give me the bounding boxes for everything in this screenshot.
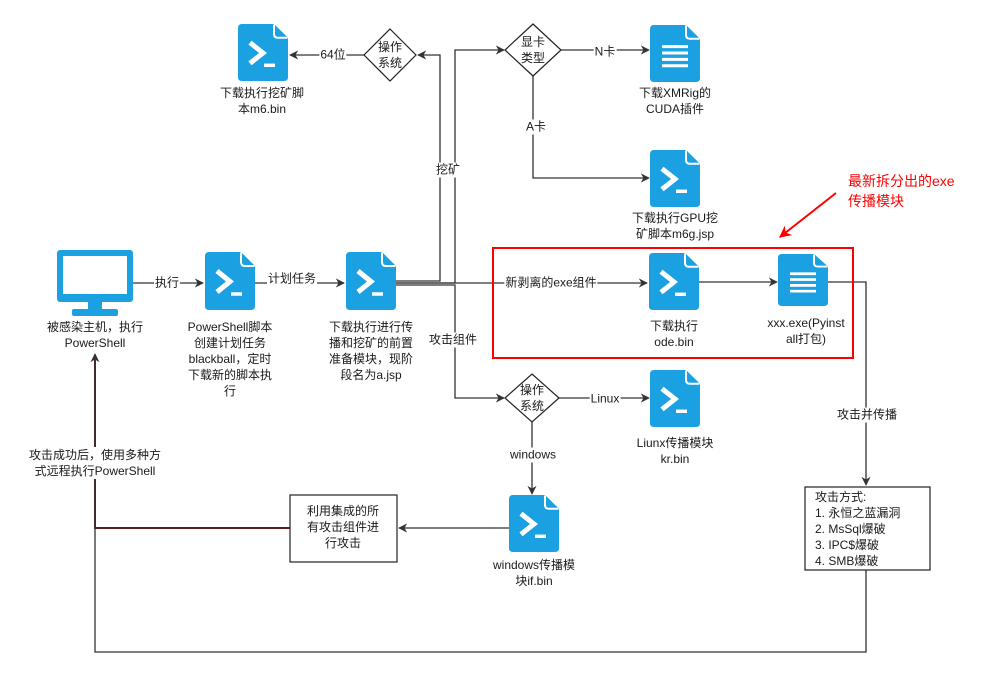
monitor-neck [88, 302, 102, 310]
label-line: 下载执行 [649, 319, 699, 333]
schedule-task-label: PowerShell脚本 创建计划任务 blackball，定时 下载新的脚本执… [188, 319, 273, 399]
edge-label-64bit: 64位 [319, 47, 347, 63]
attack-all-label: 利用集成的所 有攻击组件进 行攻击 [307, 503, 379, 551]
gpu-type-diamond [504, 23, 562, 77]
m6-bin-label: 下载执行挖矿脚 本m6.bin [220, 85, 304, 117]
os-spread-diamond [504, 373, 560, 423]
label-line: kr.bin [660, 452, 690, 466]
label-line: 有攻击组件进 [306, 520, 380, 534]
edge-label-linux: Linux [589, 391, 621, 407]
label-line: 下载执行挖矿脚 [219, 86, 305, 100]
label-line: 播和挖矿的前置 [328, 336, 414, 350]
label-line: blackball，定时 [188, 352, 272, 366]
xxx-exe-label: xxx.exe(Pyinst all打包) [767, 315, 844, 347]
kr-bin-label: Liunx传播模块 kr.bin [637, 435, 714, 467]
annotation-text: 最新拆分出的exe 传播模块 [848, 171, 955, 211]
attack-method-item: 1. 永恒之蓝漏洞 [815, 506, 901, 520]
label-line: 操作 [377, 40, 403, 54]
label-line: 下载XMRig的 [638, 86, 712, 100]
label-line: 攻击成功后，使用多种方 [28, 448, 162, 462]
powershell-icon [509, 495, 559, 552]
label-line: 利用集成的所 [306, 504, 380, 518]
attack-methods-title: 攻击方式: [815, 490, 867, 504]
label-line: 矿脚本m6g.jsp [635, 227, 715, 241]
attack-all-box [289, 494, 398, 563]
label-line: 段名为a.jsp [340, 368, 402, 382]
label-line: 被感染主机，执行 [46, 320, 144, 334]
edge-label-remote-exec: 攻击成功后，使用多种方 式远程执行PowerShell [27, 447, 163, 479]
annotation-arrow [779, 192, 837, 238]
monitor-base [72, 309, 118, 316]
edge-ajsp-to-os-mining [396, 50, 441, 282]
label-line: xxx.exe(Pyinst [767, 316, 845, 330]
label-line: 准备模块，现阶 [328, 352, 414, 366]
edge-attack-methods-to-host [90, 353, 867, 653]
powershell-icon [346, 252, 396, 310]
monitor-screen [63, 256, 127, 294]
label-line: 系统 [377, 56, 403, 70]
os-spread-label: 操作 系统 [520, 382, 544, 414]
powershell-icon [238, 24, 288, 81]
powershell-icon [649, 253, 699, 310]
a-jsp-label: 下载执行进行传 播和挖矿的前置 准备模块，现阶 段名为a.jsp [329, 319, 413, 383]
label-line: 行攻击 [324, 536, 362, 550]
label-line: PowerShell [64, 336, 126, 350]
highlight-box [492, 247, 854, 359]
label-line: windows传播模 [492, 558, 576, 572]
edge-gpu-to-m6g [532, 76, 650, 183]
edge-label-attack-components: 攻击组件 [427, 332, 479, 348]
edge-label-mining: 挖矿 [434, 162, 462, 178]
edge-label-a-card: A卡 [524, 119, 548, 135]
label-line: 显卡 [520, 35, 546, 49]
edge-label-windows: windows [508, 447, 558, 463]
label-line: ode.bin [654, 335, 694, 349]
label-line: 下载新的脚本执 [187, 368, 273, 382]
label-line: 式远程执行PowerShell [34, 464, 156, 478]
ode-bin-label: 下载执行 ode.bin [650, 318, 698, 350]
edge-label-execute: 执行 [153, 275, 181, 291]
edge-label-n-card: N卡 [593, 44, 617, 60]
powershell-icon [205, 252, 255, 310]
label-line: 创建计划任务 [193, 336, 267, 350]
label-line: 下载执行GPU挖 [631, 211, 719, 225]
if-bin-label: windows传播模 块if.bin [493, 557, 575, 589]
edge-exe-to-attack-methods [828, 281, 871, 486]
edge-label-scheduled-task: 计划任务 [266, 271, 318, 287]
label-line: 本m6.bin [237, 102, 287, 116]
annotation-line: 最新拆分出的exe [848, 173, 955, 189]
attack-methods-list: 攻击方式: 1. 永恒之蓝漏洞 2. MsSql爆破 3. IPC$爆破 4. … [815, 489, 900, 569]
attack-method-item: 4. SMB爆破 [815, 554, 879, 568]
annotation-line: 传播模块 [848, 193, 904, 209]
host-label: 被感染主机，执行 PowerShell [47, 319, 143, 351]
monitor-icon [57, 250, 133, 316]
label-line: 类型 [520, 51, 546, 65]
xmrig-cuda-label: 下载XMRig的 CUDA插件 [639, 85, 711, 117]
powershell-icon [650, 150, 700, 207]
attack-method-item: 3. IPC$爆破 [815, 538, 880, 552]
powershell-icon [650, 370, 700, 427]
document-icon [778, 254, 828, 306]
label-line: PowerShell脚本 [187, 320, 273, 334]
edge-label-attack-spread: 攻击并传播 [835, 407, 899, 423]
os-mining-label: 操作 系统 [378, 39, 402, 71]
label-line: 系统 [519, 399, 545, 413]
label-line: CUDA插件 [645, 102, 705, 116]
label-line: 下载执行进行传 [328, 320, 414, 334]
attack-methods-box [804, 486, 931, 571]
label-line: all打包) [785, 332, 827, 346]
label-line: Liunx传播模块 [636, 436, 714, 450]
label-line: 操作 [519, 383, 545, 397]
edge-label-new-exe: 新剥离的exe组件 [504, 275, 598, 291]
attack-method-item: 2. MsSql爆破 [815, 522, 886, 536]
label-line: 块if.bin [515, 574, 553, 588]
label-line: 行 [223, 384, 237, 398]
document-icon [650, 25, 700, 82]
os-mining-diamond [363, 28, 417, 82]
gpu-type-label: 显卡 类型 [521, 34, 545, 66]
m6g-jsp-label: 下载执行GPU挖 矿脚本m6g.jsp [632, 210, 718, 242]
